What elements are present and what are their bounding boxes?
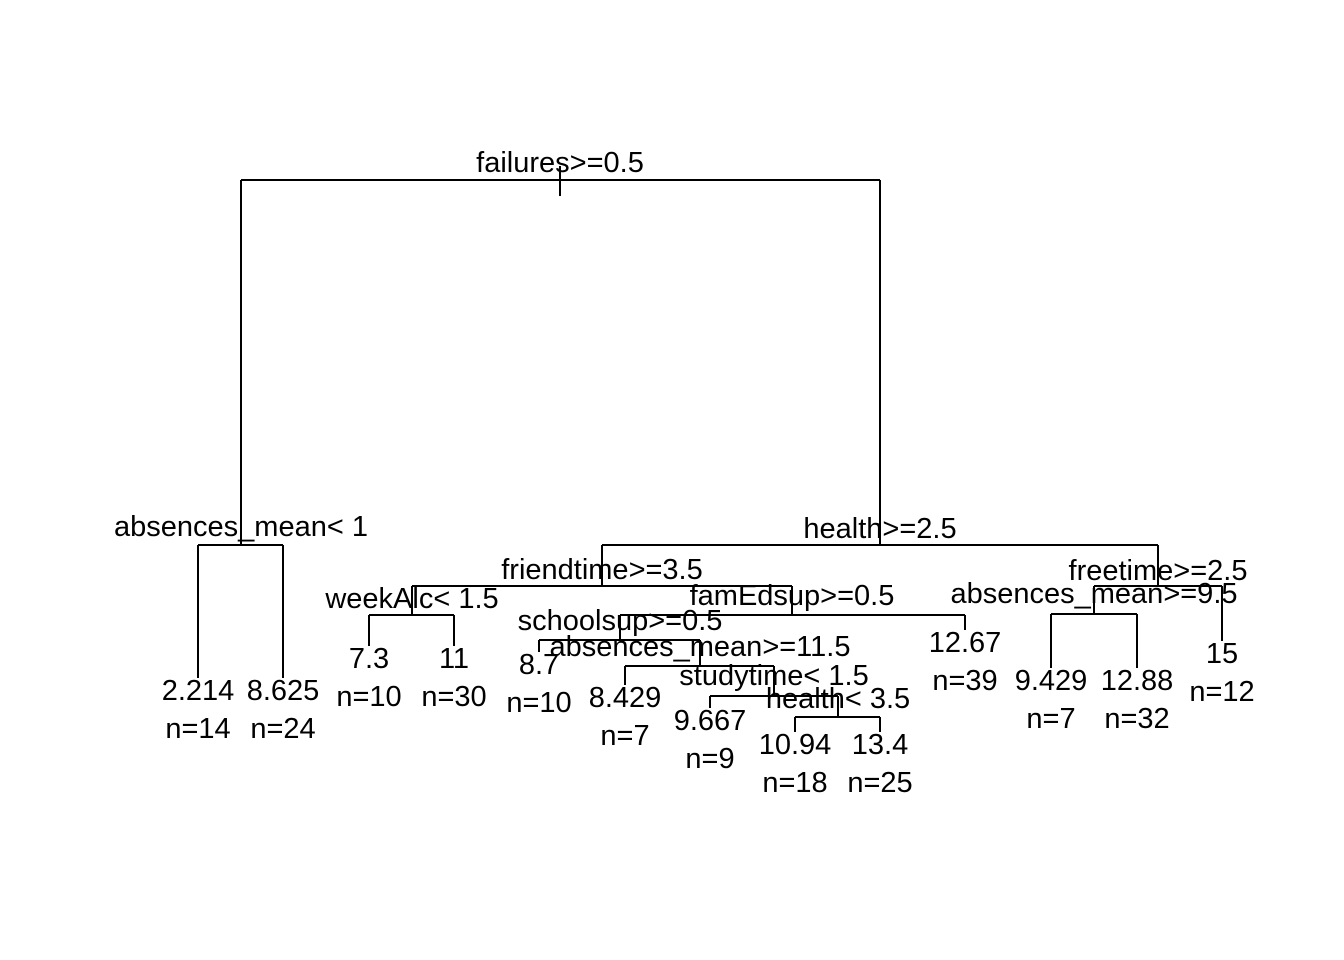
leaf-count: n=7 — [600, 720, 649, 752]
leaf-count: n=9 — [685, 743, 734, 775]
leaf-count: n=39 — [932, 665, 997, 697]
leaf-value: 7.3 — [349, 643, 389, 675]
leaf-count: n=18 — [762, 767, 827, 799]
leaf-value: 8.7 — [519, 649, 559, 681]
leaf-value: 9.429 — [1015, 665, 1088, 697]
leaf-count: n=10 — [336, 681, 401, 713]
tree-branches — [197, 166, 1223, 732]
leaf-value: 9.667 — [674, 705, 747, 737]
leaf-count: n=7 — [1026, 703, 1075, 735]
tree-labels: failures>=0.5 absences_mean< 1 2.214 n=14 8.… — [114, 147, 1255, 799]
split-label: health>=2.5 — [803, 513, 956, 545]
split-label: absences_mean< 1 — [114, 511, 368, 543]
split-label: friendtime>=3.5 — [501, 554, 703, 586]
leaf-count: n=32 — [1104, 703, 1169, 735]
leaf-value: 8.625 — [247, 675, 320, 707]
leaf-value: 8.429 — [589, 682, 662, 714]
leaf-count: n=24 — [250, 713, 315, 745]
leaf-count: n=12 — [1189, 676, 1254, 708]
leaf-value: 15 — [1206, 638, 1238, 670]
split-label: health< 3.5 — [766, 683, 910, 715]
leaf-count: n=30 — [421, 681, 486, 713]
split-label: schoolsup>=0.5 — [518, 605, 723, 637]
leaf-value: 12.67 — [929, 627, 1002, 659]
leaf-value: 12.88 — [1101, 665, 1174, 697]
leaf-value: 10.94 — [759, 729, 832, 761]
split-label: absences_mean>=11.5 — [550, 631, 851, 663]
split-label: studytime< 1.5 — [679, 660, 868, 692]
leaf-value: 13.4 — [852, 729, 908, 761]
split-label: absences_mean>=9.5 — [951, 578, 1238, 610]
split-label: famEdsup>=0.5 — [690, 580, 895, 612]
leaf-count: n=10 — [506, 687, 571, 719]
leaf-count: n=25 — [847, 767, 912, 799]
leaf-value: 2.214 — [162, 675, 235, 707]
split-label: weekAlc< 1.5 — [324, 583, 498, 615]
leaf-count: n=14 — [165, 713, 230, 745]
leaf-value: 11 — [439, 643, 469, 675]
split-label: freetime>=2.5 — [1069, 555, 1248, 587]
split-label: failures>=0.5 — [476, 147, 644, 179]
